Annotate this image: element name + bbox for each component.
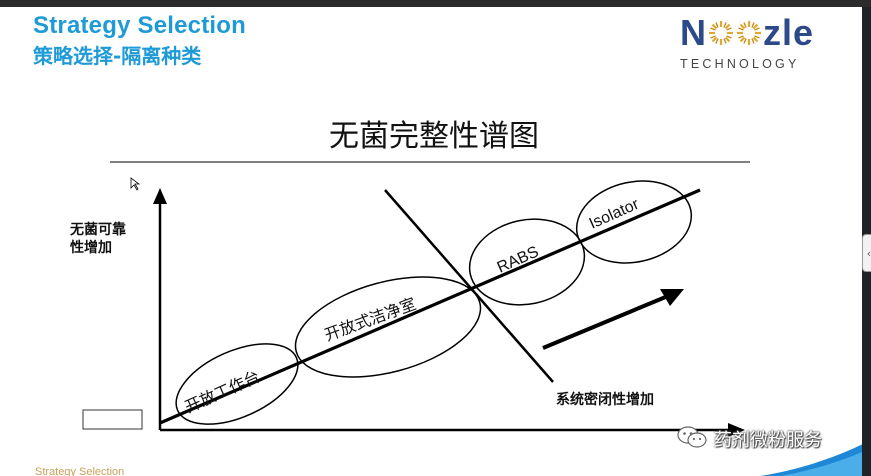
sunburst-icon — [735, 14, 763, 56]
empty-box — [82, 409, 143, 430]
mouse-cursor-icon — [130, 177, 141, 191]
x-axis-label: 系统密闭性增加 — [556, 391, 654, 408]
category-label-rabs: RABS — [495, 243, 542, 276]
slide-title-zh: 策略选择-隔离种类 — [33, 44, 202, 68]
divider-line — [384, 189, 554, 383]
ellipse-isolator — [575, 180, 693, 264]
slide-title-en: Strategy Selection — [33, 12, 247, 39]
decorative-swoosh — [760, 440, 871, 476]
closure-arrow-head — [660, 289, 684, 306]
ellipse-open-bench — [175, 343, 299, 425]
watermark-text: 药剂微粉服务 — [714, 430, 822, 451]
window-top-bar — [0, 0, 871, 7]
category-label-open-bench: 开放工作台 — [182, 367, 263, 417]
wechat-icon — [676, 425, 708, 453]
y-axis-label-line2: 性增加 — [70, 239, 112, 256]
ellipse-open-cleanroom — [294, 276, 482, 378]
diagram-title: 无菌完整性谱图 — [329, 119, 539, 154]
footer-text: Strategy Selection — [35, 466, 125, 476]
chevron-left-icon: ‹ — [866, 246, 871, 260]
logo-subtitle: TECHNOLOGY — [680, 57, 800, 71]
ellipse-rabs — [468, 218, 586, 306]
y-axis-label-line1: 无菌可靠 — [69, 221, 126, 238]
closure-arrow-shaft — [542, 294, 669, 350]
y-axis-arrowhead — [153, 188, 167, 204]
wechat-watermark: 药剂微粉服务 — [676, 426, 822, 452]
sunburst-icon — [707, 14, 735, 56]
side-panel-toggle[interactable]: ‹ — [862, 234, 871, 272]
x-axis-arrowhead — [728, 423, 745, 437]
spectrum-line — [159, 188, 701, 425]
